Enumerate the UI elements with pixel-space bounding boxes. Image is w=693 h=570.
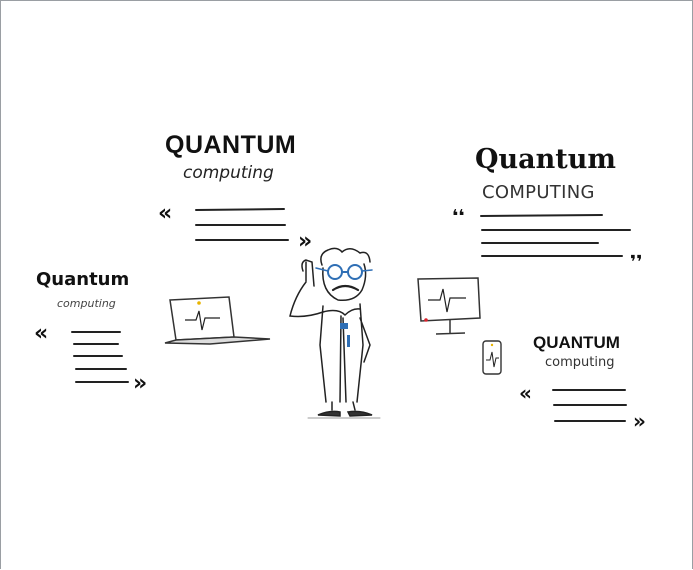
right-subtitle: computing — [545, 355, 615, 370]
top-left-title: QUANTUM — [165, 131, 297, 159]
top-left-text-lines — [195, 208, 289, 241]
top-left-subtitle: computing — [183, 163, 274, 183]
top-right-title: Quantum — [475, 144, 616, 175]
left-close-quote: » — [133, 371, 147, 396]
laptop-icon — [164, 296, 271, 345]
left-title: Quantum — [36, 269, 130, 290]
right-title: QUANTUM — [533, 333, 620, 352]
right-text-lines — [552, 389, 627, 422]
left-open-quote: « — [34, 321, 48, 346]
top-right-text-lines — [480, 214, 631, 257]
top-right-open-quote: ❛❛ — [452, 206, 464, 227]
left-subtitle: computing — [57, 297, 116, 310]
right-close-quote: » — [633, 409, 646, 433]
left-text-lines — [71, 331, 129, 383]
top-left-open-quote: « — [158, 201, 172, 226]
top-right-subtitle: COMPUTING — [482, 182, 595, 203]
phone-icon — [482, 340, 502, 375]
top-right-close-quote: ❜❜ — [630, 252, 642, 273]
professor-character — [289, 247, 381, 419]
monitor-icon — [417, 277, 481, 335]
right-open-quote: « — [519, 381, 532, 405]
top-left-close-quote: » — [298, 229, 312, 254]
